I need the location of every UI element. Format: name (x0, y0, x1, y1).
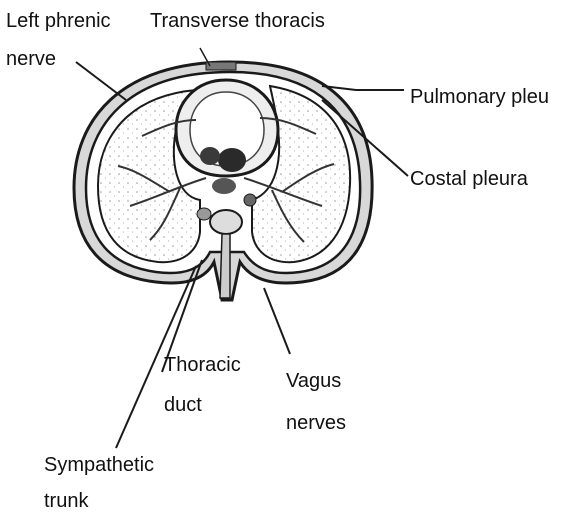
label-vagus-nerves-line2: nerves (286, 410, 346, 436)
label-sympathetic-trunk-line1: Sympathetic (44, 452, 154, 478)
leader-left-phrenic (76, 62, 126, 100)
leader-pulmonary-pleura (322, 86, 404, 90)
transverse-thoracis-strip (206, 62, 236, 70)
label-left-phrenic-nerve-line2: nerve (6, 46, 56, 72)
label-thoracic-duct-line2: duct (164, 392, 202, 418)
label-left-phrenic-nerve-line1: Left phrenic (6, 8, 111, 34)
label-vagus-nerves-line1: Vagus (286, 368, 341, 394)
label-costal-pleura: Costal pleura (410, 166, 528, 192)
label-sympathetic-trunk-line2: trunk (44, 488, 88, 514)
label-thoracic-duct-line1: Thoracic (164, 352, 241, 378)
pulmonary-trunk (200, 147, 220, 165)
aorta (218, 148, 246, 172)
leader-vagus (264, 288, 290, 354)
esophagus (212, 178, 236, 194)
label-transverse-thoracis: Transverse thoracis (150, 8, 325, 34)
label-pulmonary-pleura: Pulmonary pleu (410, 84, 549, 110)
